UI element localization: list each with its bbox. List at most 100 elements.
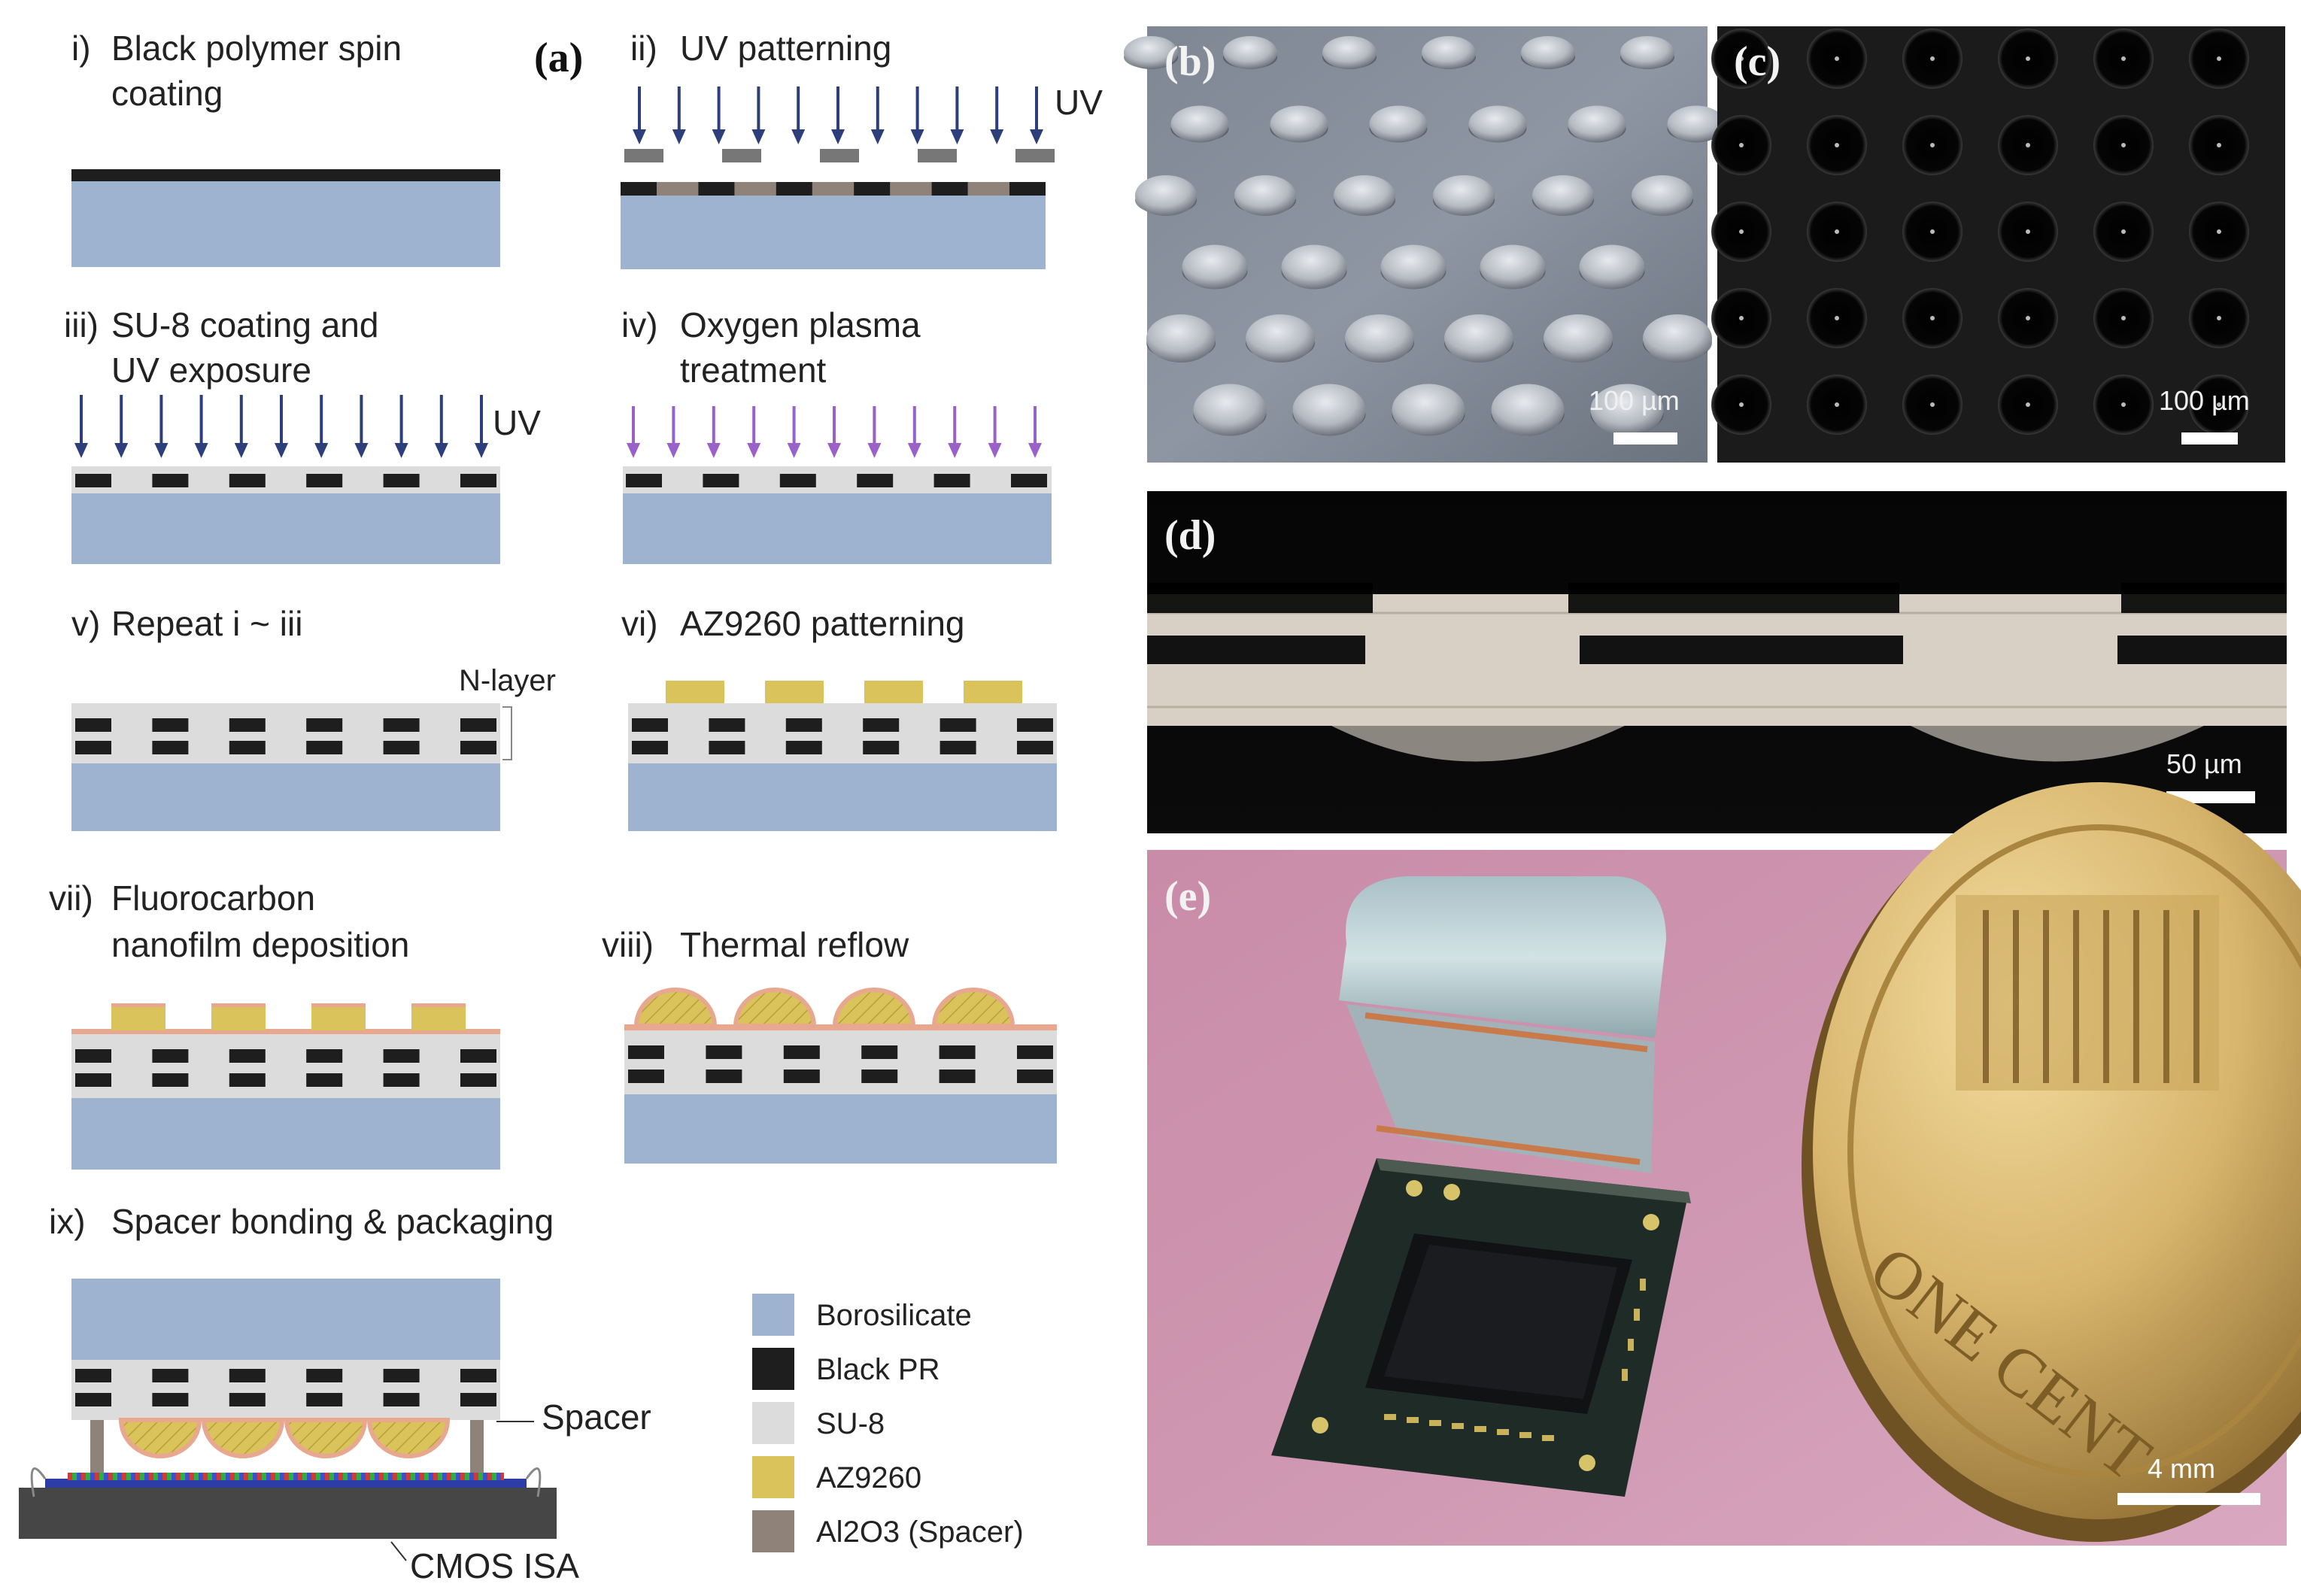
aperture-center — [2026, 402, 2030, 407]
arrow-head — [827, 443, 841, 458]
panel-e-label: (e) — [1164, 873, 1211, 920]
legend-swatch-su8 — [752, 1402, 794, 1444]
aperture-center — [1930, 143, 1935, 147]
black-pr-block — [383, 1369, 420, 1382]
substrate-borosilicate — [628, 763, 1057, 831]
substrate-borosilicate — [623, 493, 1052, 564]
black-pr-block — [75, 474, 111, 487]
arrow-head — [1028, 443, 1042, 458]
microlens-dome — [1491, 384, 1565, 436]
step-number: v) — [71, 604, 100, 643]
black-pr-block — [75, 718, 111, 732]
step-number: iv) — [621, 305, 658, 344]
microlens-dome — [931, 988, 1015, 1028]
arrow-head — [831, 129, 845, 144]
arrow-head — [633, 129, 646, 144]
black-pr-block — [152, 741, 189, 754]
step-number: viii) — [602, 925, 654, 964]
black-pr-block — [783, 1045, 820, 1059]
black-pr-block — [229, 1393, 266, 1406]
step-line: Repeat i ~ iii — [111, 604, 302, 643]
su8-layer — [623, 466, 1052, 493]
arrow-head — [672, 129, 686, 144]
step-v-title: v) Repeat i ~ iii — [71, 604, 302, 643]
aperture-center — [2026, 56, 2030, 61]
black-pr-block — [1011, 474, 1047, 487]
arrow-head — [751, 129, 766, 144]
bond-wire — [30, 1467, 47, 1497]
black-pr-block — [229, 474, 266, 487]
panel-d-scale-bar — [2166, 791, 2255, 803]
black-pr-block — [229, 741, 266, 754]
aperture-center — [1835, 143, 1839, 147]
microlens-dome — [1369, 105, 1428, 143]
arrow-head — [787, 443, 801, 458]
photomask-segment — [722, 149, 761, 162]
az9260-block — [111, 1006, 165, 1030]
microlens-dome — [1433, 175, 1495, 216]
black-pr-block — [75, 1369, 111, 1382]
uv-label-ii: UV — [1055, 83, 1103, 122]
microlens-dome — [1643, 314, 1712, 363]
black-pr-block — [779, 474, 816, 487]
black-pr-block — [626, 474, 662, 487]
aperture-center — [2026, 143, 2030, 147]
black-pr-block — [1017, 741, 1053, 754]
arrow-head — [666, 443, 681, 458]
black-pr-block — [1009, 182, 1046, 196]
black-pr-block — [632, 718, 668, 732]
black-pr-block — [861, 1070, 898, 1083]
substrate-borosilicate — [71, 493, 500, 564]
black-pr-block — [863, 741, 900, 754]
az9260-block — [666, 681, 724, 703]
microlens-dome — [1620, 36, 1674, 69]
aperture-center — [2217, 402, 2221, 407]
aperture-center — [1739, 316, 1744, 320]
black-pr-block — [854, 182, 891, 196]
az9260-block — [765, 681, 824, 703]
arrow-head — [627, 443, 640, 458]
microlens-dome — [1135, 175, 1197, 216]
step-number: iii) — [64, 305, 99, 344]
legend-swatch-borosilicate — [752, 1294, 794, 1336]
microlens-dome — [1632, 175, 1693, 216]
microlens-dome — [1182, 244, 1248, 290]
fluorocarbon-film — [111, 1003, 165, 1007]
step-ii-title: ii) UV patterning — [630, 29, 891, 68]
microlens-dome — [1292, 384, 1366, 436]
n-layer-bracket — [502, 706, 512, 760]
su8-layer — [71, 703, 500, 763]
microlens-domes — [1124, 36, 1726, 436]
legend-swatch-az9260 — [752, 1456, 794, 1498]
step-iv-title: iv) Oxygen plasma treatment — [621, 305, 921, 390]
black-pr-block — [460, 741, 496, 754]
step-line: Thermal reflow — [680, 925, 909, 964]
legend-swatch-black-pr — [752, 1348, 794, 1390]
microlens-dome — [1392, 384, 1465, 436]
microlens-dome — [633, 988, 718, 1028]
black-pr-block — [152, 718, 189, 732]
panel-e-scale-bar — [2117, 1493, 2260, 1505]
arrow-head — [907, 443, 921, 458]
su8-layer — [71, 466, 500, 493]
panel-c-scale-bar — [2181, 432, 2238, 445]
aperture-center — [2121, 56, 2126, 61]
panel-c-scale-text: 100 µm — [2159, 385, 2250, 416]
black-pr-block — [229, 1073, 266, 1087]
legend: Borosilicate Black PR SU-8 AZ9260 Al2O3 … — [752, 1294, 1024, 1552]
step-line: Black polymer spin — [111, 29, 402, 68]
arrow-head — [314, 443, 329, 458]
aperture-center — [2217, 143, 2221, 147]
black-pr-block — [306, 474, 343, 487]
aperture-center — [1739, 56, 1744, 61]
arrow-head — [1030, 129, 1043, 144]
aperture-center — [1835, 402, 1839, 407]
microlens-dome — [1146, 314, 1216, 363]
black-pr-block — [460, 1073, 496, 1087]
substrate-borosilicate — [621, 194, 1046, 269]
microlens-dome — [1380, 244, 1446, 290]
black-pr-block — [383, 474, 420, 487]
black-pr-block — [229, 718, 266, 732]
panel-a-label: (a) — [534, 35, 583, 81]
arrow-head — [194, 443, 208, 458]
